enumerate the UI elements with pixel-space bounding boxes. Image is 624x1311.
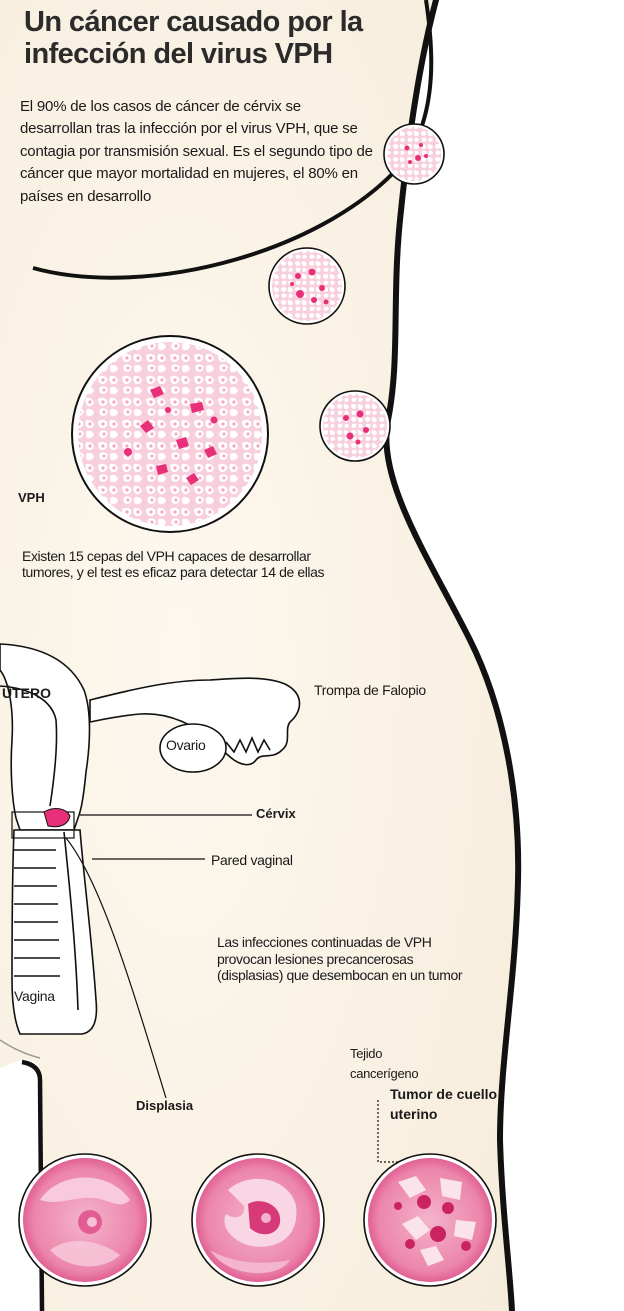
trompa-label: Trompa de Falopio: [314, 682, 426, 698]
page-title: Un cáncer causado por la infección del v…: [24, 6, 363, 70]
breast-curve: [32, 0, 434, 280]
tissue-circle-3: [363, 1153, 497, 1287]
cervix-highlight: [43, 808, 71, 828]
body-outline: [383, 0, 522, 1311]
utero-label: ÚTERO: [2, 685, 51, 701]
tejido-label: Tejido cancerígeno: [350, 1046, 419, 1081]
uterus-diagram: [0, 643, 301, 1035]
cell-large-vph: [71, 335, 269, 533]
cervix-label: Cérvix: [256, 806, 296, 821]
vph-label: VPH: [18, 490, 45, 505]
infecciones-text: Las infecciones continuadas de VPH provo…: [217, 934, 463, 983]
ovary: [159, 723, 227, 773]
tumor-label: Tumor de cuello uterino: [390, 1086, 498, 1122]
cell-small-1: [383, 123, 445, 185]
fallopian-tube: [89, 677, 301, 766]
pared-vaginal-label: Pared vaginal: [211, 852, 293, 868]
cell-medium: [268, 247, 346, 325]
intro-text: El 90% de los casos de cáncer de cérvix …: [20, 98, 373, 205]
belly-curve: [0, 1039, 41, 1059]
displasia-label: Displasia: [136, 1098, 194, 1113]
tissue-circle-2: [191, 1153, 325, 1287]
vaginal-canal: [11, 829, 98, 1035]
tissue-circle-1: [18, 1153, 152, 1287]
vagina-label: Vagina: [14, 988, 55, 1004]
ovario-label: Ovario: [166, 737, 206, 753]
cell-small-2: [319, 390, 391, 462]
leader-lines: [65, 814, 418, 1163]
cepas-text: Existen 15 cepas del VPH capaces de desa…: [22, 548, 325, 580]
